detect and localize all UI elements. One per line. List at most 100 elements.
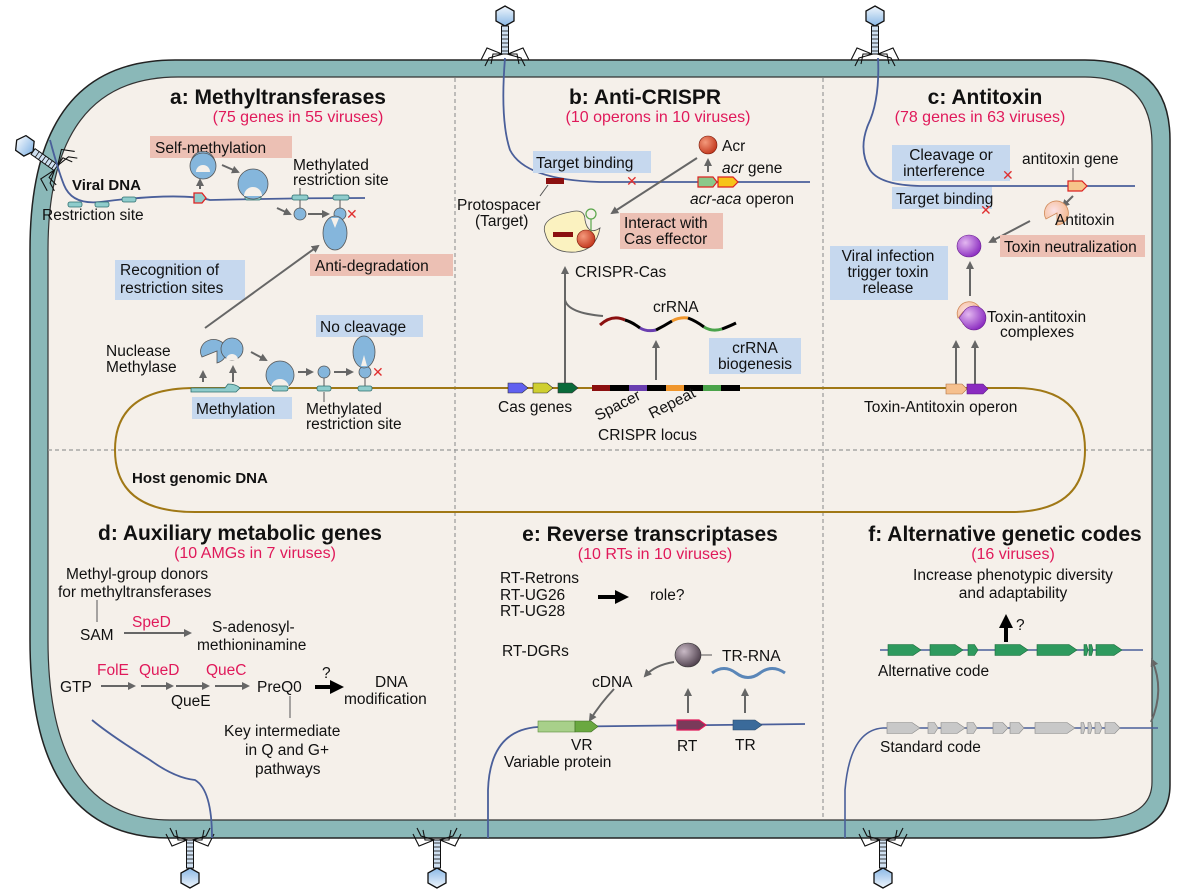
panel-f-count: (16 viruses) — [971, 546, 1055, 563]
methylase-label: Methylase — [106, 359, 177, 376]
sped-label: SpeD — [132, 614, 171, 631]
gtp-label: GTP — [60, 679, 92, 696]
target-binding-label: Target binding — [896, 191, 993, 208]
cas-genes-label: Cas genes — [498, 399, 572, 416]
product-label: S-adenosyl- — [212, 619, 295, 636]
gene-arrow — [992, 722, 1009, 734]
gene-arrow — [940, 722, 966, 734]
cas-gene-3 — [557, 382, 579, 394]
viral-dna-strand — [502, 57, 810, 183]
alternative-code-label: Alternative code — [878, 663, 989, 680]
panel-c-antitoxin: c: Antitoxin (78 genes in 63 viruses) Cl… — [830, 57, 1145, 416]
ta-operon-label: Toxin-Antitoxin operon — [864, 399, 1017, 416]
product-label-2: methioninamine — [197, 637, 306, 654]
biogenesis-label: crRNA — [732, 340, 778, 357]
red-x-icon: ✕ — [626, 173, 638, 189]
gene-arrow — [1034, 722, 1076, 734]
interact-label: Interact with — [624, 215, 708, 232]
viral-dna-strand — [844, 727, 884, 838]
red-x-icon: ✕ — [372, 364, 384, 380]
sam-label: SAM — [80, 627, 114, 644]
phage-icon — [480, 5, 530, 67]
interact-label-2: Cas effector — [624, 231, 707, 248]
crispr-locus-label: CRISPR locus — [598, 427, 697, 444]
tr-label: TR — [735, 737, 756, 754]
viral-trigger-label-3: release — [863, 280, 914, 297]
donors-label: Methyl-group donors — [66, 566, 208, 583]
panel-d-title: d: Auxiliary metabolic genes — [98, 522, 382, 545]
panel-b-anti-crispr: b: Anti-CRISPR (10 operons in 10 viruses… — [457, 57, 810, 444]
panel-c-title: c: Antitoxin — [928, 86, 1043, 109]
increase-label-2: and adaptability — [959, 585, 1068, 602]
no-cleavage-label: No cleavage — [320, 319, 406, 336]
panel-a-methyltransferases: a: Methyltransferases (75 genes in 55 vi… — [42, 86, 453, 433]
dna-mod-label-2: modification — [344, 691, 427, 708]
red-x-icon: ✕ — [346, 206, 358, 222]
acr-label: Acr — [722, 138, 745, 155]
acr-gene-label: acr gene — [722, 160, 782, 177]
self-methylation-highlight — [150, 136, 292, 158]
red-x-icon: ✕ — [980, 202, 992, 218]
key-intermediate-label: Key intermediate — [224, 723, 340, 740]
nuclease-label: Nuclease — [106, 343, 171, 360]
panel-b-count: (10 operons in 10 viruses) — [566, 109, 751, 126]
alternative-code-genes — [887, 644, 1123, 656]
panel-c-count: (78 genes in 63 viruses) — [895, 109, 1066, 126]
question-label: ? — [1016, 617, 1025, 634]
panel-f-title: f: Alternative genetic codes — [868, 523, 1141, 546]
gene-arrow — [1094, 722, 1103, 734]
red-x-icon: ✕ — [1002, 167, 1014, 183]
rt-type-label: RT-Retrons — [500, 570, 579, 587]
cleavage-label-2: interference — [903, 163, 985, 180]
quec-label: QueC — [206, 662, 247, 679]
crispr-array — [592, 385, 740, 391]
viral-trigger-label: Viral infection — [842, 248, 935, 265]
methylation-label: Methylation — [196, 401, 275, 418]
cas-gene-2 — [532, 382, 554, 394]
antitoxin-label: Antitoxin — [1055, 212, 1114, 229]
key-intermediate-label-2: in Q and G+ — [245, 742, 329, 759]
viral-trigger-label-2: trigger toxin — [848, 264, 929, 281]
protospacer-label: Protospacer — [457, 197, 541, 214]
panel-a-count: (75 genes in 55 viruses) — [213, 109, 384, 126]
quee-label: QueE — [171, 693, 211, 710]
gene-arrow — [1104, 722, 1121, 734]
gene-arrow — [886, 722, 921, 734]
gene-arrow — [1036, 644, 1078, 656]
panel-e-count: (10 RTs in 10 viruses) — [578, 546, 732, 563]
variable-protein-label: Variable protein — [504, 754, 611, 771]
gene-arrow — [967, 644, 979, 656]
standard-code-genes — [886, 722, 1121, 734]
vr-label: VR — [571, 737, 593, 754]
operon-label: acr-aca operon — [690, 191, 794, 208]
target-binding-label: Target binding — [536, 155, 633, 172]
methylated-site-top-label-2: restriction site — [293, 172, 389, 189]
gene-arrow — [1009, 722, 1025, 734]
recognition-label: Recognition of — [120, 262, 220, 279]
cleavage-label: Cleavage or — [909, 147, 993, 164]
rt-dgrs-label: RT-DGRs — [502, 643, 569, 660]
gene-arrow — [1087, 722, 1093, 734]
key-intermediate-label-3: pathways — [255, 761, 321, 778]
rt-type-label: RT-UG26 — [500, 587, 565, 604]
rt-type-label: RT-UG28 — [500, 603, 565, 620]
viral-dna-strand — [487, 726, 539, 838]
viral-dna-strand — [91, 719, 213, 839]
biogenesis-label-2: biogenesis — [718, 356, 792, 373]
phage-icon — [850, 5, 900, 67]
role-label: role? — [650, 587, 685, 604]
cdna-label: cDNA — [592, 674, 633, 691]
crispr-cas-label: CRISPR-Cas — [575, 264, 667, 281]
gene-arrow — [966, 722, 978, 734]
gene-arrow — [1095, 644, 1123, 656]
gene-arrow — [1088, 644, 1094, 656]
dna-mod-label: DNA — [375, 674, 408, 691]
panel-b-title: b: Anti-CRISPR — [569, 86, 721, 109]
antitoxin-gene-label: antitoxin gene — [1022, 151, 1119, 168]
gene-arrow — [1083, 644, 1089, 656]
recognition-label-2: restriction sites — [120, 280, 224, 297]
restriction-site-label: Restriction site — [42, 207, 144, 224]
panel-e-title: e: Reverse transcriptases — [522, 523, 778, 546]
panel-e-rt: e: Reverse transcriptases (10 RTs in 10 … — [487, 523, 806, 838]
